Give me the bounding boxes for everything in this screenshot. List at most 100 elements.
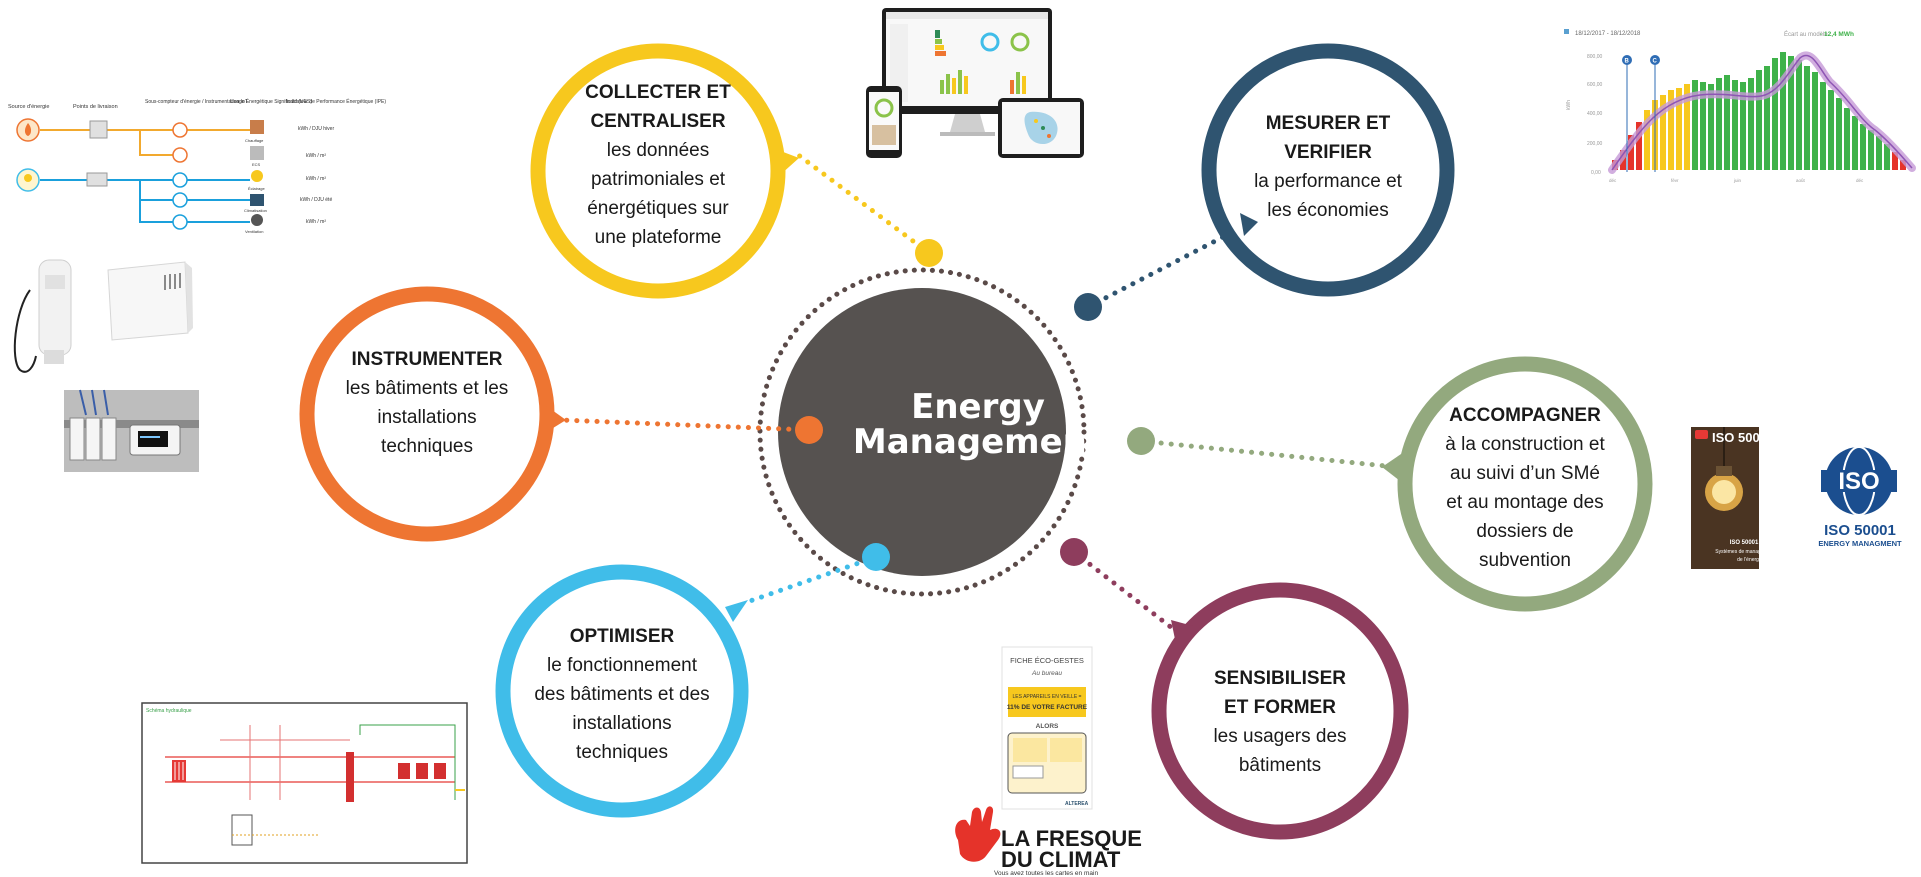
center-disc [778,288,1066,576]
chart-bar [1796,60,1802,170]
dot-optimize [862,543,890,571]
chart-bar [1636,122,1642,170]
schema-ipe: kWh / m² [306,176,326,182]
node-optimize-text: des bâtiments et des [534,684,710,705]
chart-bar [1700,82,1706,170]
chart-bar [1692,80,1698,170]
connector-optimize [747,554,879,604]
chart-x-tick: déc [1856,178,1864,183]
chart-bar [1772,58,1778,170]
node-collect-text: énergétiques sur [587,198,729,219]
chart-gap-label: Écart au modèle : [1784,31,1831,38]
chart-bar [1676,88,1682,170]
chart-bar [1780,52,1786,170]
dot-support [1127,427,1155,455]
gas-meter-icon [89,120,108,139]
chart-y-tick: 800,00 [1587,54,1603,60]
ring-support [1382,356,1653,612]
node-collect-text: une plateforme [594,227,722,248]
schema-usage: Éclairage [248,186,265,191]
lighting-icon [251,170,263,182]
chart-bar [1844,108,1850,170]
chart-bar [1628,135,1634,170]
ring-optimize [495,564,749,818]
node-collect-title: CENTRALISER [590,111,726,132]
schema-header: Points de livraison [73,104,118,110]
chart-bar [1884,144,1890,170]
chart-y-unit: kWh [1566,100,1572,110]
schema-ipe: kWh / m² [306,153,326,159]
iso-book-caption: ISO 50001 [1730,540,1759,546]
chart-y-tick: 0,00 [1591,170,1601,176]
hand-icon [955,806,1001,862]
marker-b [1622,55,1632,65]
chart-bar [1812,72,1818,170]
dot-train [1060,538,1088,566]
schema-header: Sous-compteur d'énergie / Instrumentatio… [145,99,248,105]
energy-schema-thumbnail: Source d'énergie Points de livraison Sou… [8,98,386,234]
node-train: SENSIBILISER ET FORMER les usagers des b… [1170,664,1390,780]
schema-usage: ECS [252,162,261,167]
chart-bar [1876,136,1882,170]
node-collect: COLLECTER ET CENTRALISER les données pat… [548,78,768,252]
chart-bar [1708,84,1714,170]
fresque-du-climat-logo: LA FRESQUE DU CLIMAT Vous avez toutes le… [955,806,1142,877]
chart-bar [1828,90,1834,170]
fresque-tagline: Vous avez toutes les cartes en main [994,870,1098,877]
iso-label: ENERGY MANAGMENT [1818,539,1902,548]
node-collect-title: COLLECTER ET [585,82,731,103]
submeter-icon [172,172,188,188]
node-instrument-text: les bâtiments et les [345,378,509,399]
node-support-text: et au montage des [1446,492,1604,513]
heating-icon [250,120,264,134]
platform-devices-thumbnail [866,8,1084,158]
chart-x-tick: déc [1609,178,1617,183]
chart-bar [1820,82,1826,170]
iso-book-caption: Systèmes de management [1715,549,1775,555]
submeter-icon [172,192,188,208]
chart-bar [1644,110,1650,170]
center-title-line2: Management [852,422,1104,462]
chart-bar [1724,75,1730,170]
ring-measure [1201,43,1455,297]
chart-bar [1668,90,1674,170]
chart-x-tick: juin [1733,178,1742,183]
node-optimize-text: installations [572,713,672,734]
chart-y-tick: 200,00 [1587,141,1603,147]
poster-banner: LES APPAREILS EN VEILLE = [1013,694,1082,700]
hydraulic-schema-thumbnail: Schéma hydraulique [141,702,468,864]
chart-gap-value: - 12,4 MWh [1820,31,1854,38]
chart-x-tick: févr [1671,178,1679,183]
connector-support [1138,438,1389,469]
center-dotted-ring [757,267,1087,597]
connector-collect [790,148,932,256]
node-support-title: ACCOMPAGNER [1449,405,1601,426]
fresque-line: LA FRESQUE [1001,826,1142,851]
dot-instrument [795,416,823,444]
eco-gestures-poster: FICHE ÉCO-GESTES Au bureau LES APPAREILS… [1001,646,1093,810]
schema-ipe: kWh / DJU hiver [298,126,334,132]
ring-train [1151,582,1409,840]
node-support-text: à la construction et [1445,434,1605,455]
electric-meter-icon [86,172,108,187]
chart-bar [1660,95,1666,170]
node-measure-text: la performance et [1254,171,1402,192]
poster-title: FICHE ÉCO-GESTES [1010,656,1084,665]
chart-y-tick: 400,00 [1587,111,1603,117]
iso-logo: ISO ISO 50001 ENERGY MANAGMENT [1806,441,1921,561]
submeter-icon [172,147,188,163]
dot-collect [915,239,943,267]
iso-book-title: ISO 50001 [1712,430,1774,445]
chart-bar [1836,98,1842,170]
ring-collect [530,43,799,299]
hydraulic-label: Schéma hydraulique [146,708,192,714]
chart-bar [1804,66,1810,170]
chart-y-tick: 600,00 [1587,82,1603,88]
chart-bar [1684,84,1690,170]
chart-bar [1716,78,1722,170]
schema-header: Usage Énergétique Significatif (UES) [230,98,312,105]
node-train-text: bâtiments [1238,755,1322,776]
marker-c-label: C [1653,59,1658,65]
connector-train [1071,549,1175,631]
